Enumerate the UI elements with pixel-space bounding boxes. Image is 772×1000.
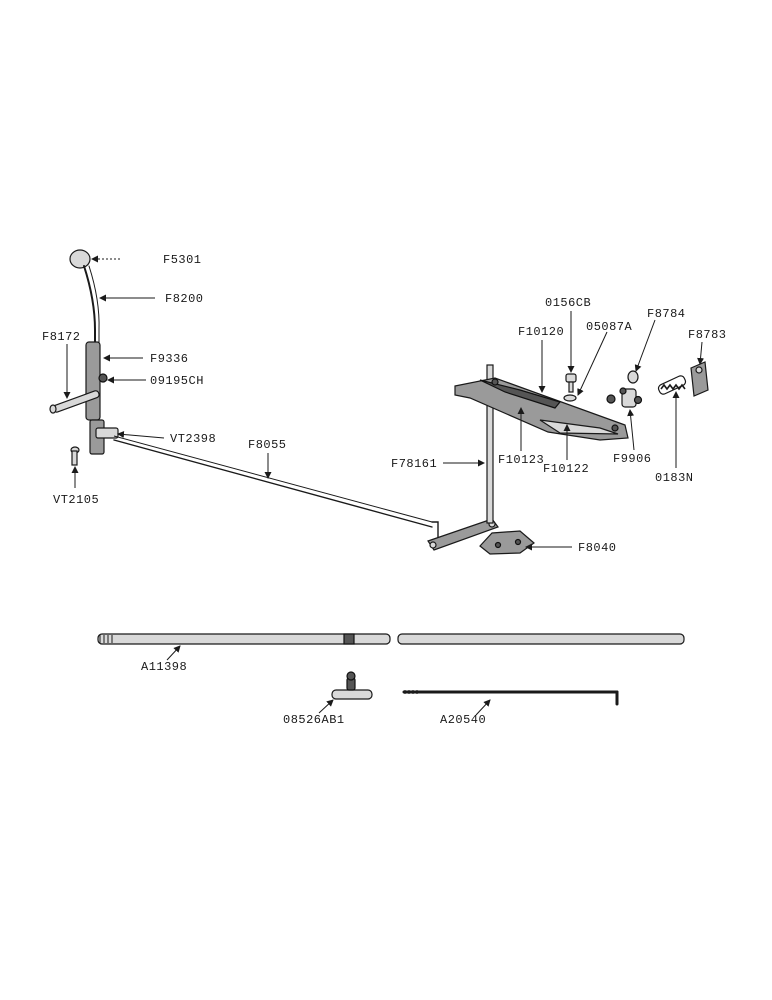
part-number-labels: F5301 F8200 F8172 F9336 09195CH VT2398 F… [42,253,727,727]
shift-lever-rod-part [83,265,96,346]
lever-fastener-part [98,373,108,383]
long-shaft-part [97,633,391,645]
cap-f8784-assembly [619,370,639,395]
label-vt2105: VT2105 [53,493,99,507]
label-f10122: F10122 [543,462,589,476]
shifter-plate-part [454,377,629,441]
shift-knob-part [69,249,91,269]
interlock-ball-part [606,394,616,404]
bolt-0156cb-assembly [565,373,577,393]
t-fitting-assembly [331,671,373,700]
washer-05087a-part [563,394,577,402]
retainer-f8783-assembly [690,361,709,397]
vertical-shaft-part [486,364,494,524]
label-f8784: F8784 [647,307,686,321]
label-08526ab1: 08526AB1 [283,713,345,727]
vertical-shaft-assembly [486,364,494,524]
shift-lever-assembly [49,249,119,466]
label-0156cb: 0156CB [545,296,591,310]
label-f10120: F10120 [518,325,564,339]
leader-lines [63,255,705,716]
rod-a20540-assembly [402,690,619,706]
label-f8783: F8783 [688,328,727,342]
shifter-plate-assembly [454,377,629,441]
cap-f8784-part [627,370,639,384]
label-a11398: A11398 [141,660,187,674]
bolt-0156cb-part [565,373,577,383]
label-a20540: A20540 [440,713,486,727]
lever-bracket-plate-part [85,341,101,421]
label-f78161: F78161 [391,457,437,471]
label-09195ch: 09195CH [150,374,204,388]
label-f8055: F8055 [248,438,287,452]
label-05087a: 05087A [586,320,633,334]
label-vt2398: VT2398 [170,432,216,446]
long-shaft-assembly [97,633,685,645]
label-f8200: F8200 [165,292,204,306]
spring-0183n-assembly [657,375,687,395]
floor-bracket-assembly [479,530,535,555]
label-f8172: F8172 [42,330,81,344]
t-fitting-part [331,689,373,700]
connecting-rod-assembly [113,435,499,551]
floor-bracket-part [479,530,535,555]
label-f9906: F9906 [613,452,652,466]
label-f10123: F10123 [498,453,544,467]
connecting-rod-part [113,439,433,528]
label-f9336: F9336 [150,352,189,366]
label-f5301: F5301 [163,253,202,267]
label-0183n: 0183N [655,471,694,485]
label-f8040: F8040 [578,541,617,555]
